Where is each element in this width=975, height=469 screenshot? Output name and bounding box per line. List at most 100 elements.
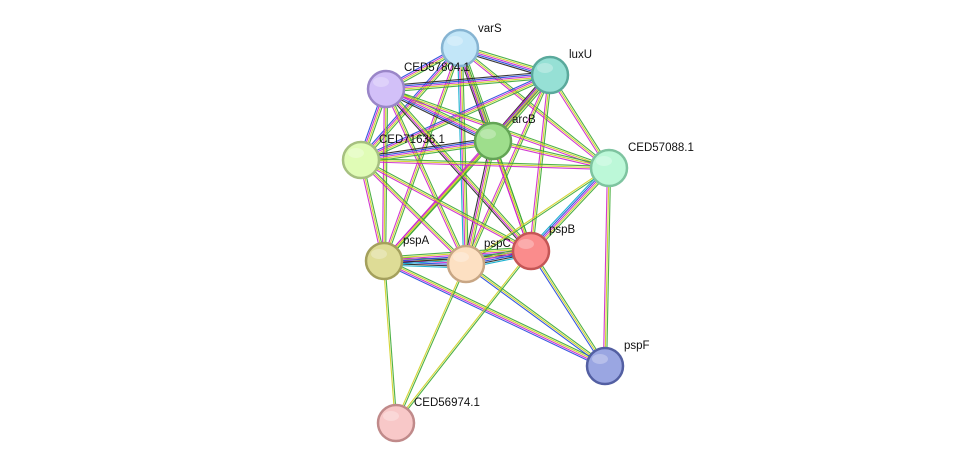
- edge-luxU-CED57804.1: [385, 71, 551, 93]
- node-highlight: [480, 129, 496, 139]
- edge-evidence-line: [492, 140, 610, 169]
- node-CED71636.1[interactable]: CED71636.1: [341, 134, 445, 180]
- edge-evidence-line: [602, 167, 608, 366]
- node-highlight: [371, 249, 387, 259]
- node-label: pspC: [484, 238, 511, 250]
- edge-pspB-CED56974.1: [394, 250, 533, 424]
- node-circle[interactable]: [511, 231, 551, 271]
- edge-luxU-pspC: [464, 74, 552, 265]
- edge-evidence-line: [386, 87, 494, 141]
- edge-evidence-line: [383, 90, 530, 253]
- edge-CED71636.1-CED57088.1: [360, 157, 610, 171]
- node-circle[interactable]: [530, 55, 570, 95]
- node-circle[interactable]: [364, 241, 404, 281]
- edge-evidence-line: [464, 140, 493, 264]
- node-label: CED57088.1: [628, 142, 694, 154]
- edge-evidence-line: [465, 263, 606, 367]
- edge-evidence-line: [385, 71, 550, 87]
- node-circle[interactable]: [440, 28, 480, 68]
- node-label: luxU: [569, 49, 592, 61]
- node-circle[interactable]: [366, 69, 406, 109]
- edge-evidence-line: [386, 77, 551, 93]
- node-luxU[interactable]: luxU: [530, 49, 592, 95]
- node-highlight: [383, 411, 399, 421]
- node-arcB[interactable]: arcB: [473, 114, 536, 161]
- node-highlight: [447, 36, 463, 46]
- edge-evidence-line: [490, 141, 531, 252]
- edge-evidence-line: [396, 251, 533, 424]
- edge-evidence-line: [530, 250, 606, 367]
- edge-evidence-line: [361, 158, 533, 251]
- edge-evidence-line: [528, 165, 608, 250]
- node-label: pspF: [624, 340, 650, 352]
- edge-CED57804.1-pspB: [383, 87, 534, 253]
- edge-arcB-pspB: [490, 140, 534, 252]
- node-highlight: [596, 156, 612, 166]
- node-varS[interactable]: varS: [440, 23, 502, 68]
- edge-evidence-line: [394, 263, 466, 423]
- edge-evidence-line: [385, 72, 550, 88]
- edge-evidence-line: [385, 89, 493, 143]
- node-circle[interactable]: [341, 140, 381, 180]
- edge-evidence-line: [387, 87, 534, 250]
- edge-evidence-line: [360, 140, 494, 161]
- node-pspA[interactable]: pspA: [364, 235, 430, 281]
- node-highlight: [537, 63, 553, 73]
- edge-evidence-line: [360, 159, 610, 169]
- edge-evidence-line: [360, 159, 467, 265]
- edge-evidence-line: [360, 138, 493, 159]
- edge-evidence-line: [384, 259, 606, 366]
- node-circle[interactable]: [585, 346, 625, 386]
- node-CED57088.1[interactable]: CED57088.1: [589, 142, 694, 188]
- node-pspF[interactable]: pspF: [585, 340, 650, 386]
- node-circle[interactable]: [446, 244, 486, 284]
- node-pspC[interactable]: pspC: [446, 238, 511, 284]
- edge-arcB-CED57088.1: [492, 138, 610, 171]
- edge-evidence-line: [361, 157, 610, 167]
- node-label: pspA: [403, 235, 430, 247]
- edge-evidence-line: [361, 142, 494, 163]
- edge-CED57088.1-pspC: [465, 166, 610, 266]
- edge-evidence-line: [492, 142, 609, 171]
- node-CED57804.1[interactable]: CED57804.1: [366, 62, 470, 109]
- edge-CED71636.1-pspC: [359, 158, 468, 266]
- edge-evidence-line: [606, 168, 612, 367]
- edge-evidence-line: [532, 75, 553, 252]
- edge-pspC-pspF: [464, 262, 607, 368]
- edge-evidence-line: [384, 260, 398, 423]
- edge-evidence-line: [360, 161, 609, 171]
- node-label: CED57804.1: [404, 62, 470, 74]
- edge-CED57804.1-arcB: [384, 85, 495, 145]
- edge-evidence-line: [359, 160, 466, 266]
- edge-CED57804.1-pspC: [384, 88, 468, 265]
- edge-evidence-line: [387, 85, 495, 139]
- edge-evidence-line: [386, 88, 468, 264]
- edge-arcB-CED71636.1: [360, 137, 494, 164]
- edge-evidence-line: [465, 74, 551, 265]
- edge-evidence-line: [384, 258, 607, 365]
- edge-CED71636.1-pspB: [359, 158, 533, 253]
- edge-evidence-line: [464, 74, 550, 264]
- edge-pspA-CED56974.1: [382, 260, 398, 424]
- edge-pspA-pspF: [382, 258, 607, 369]
- edge-evidence-line: [361, 143, 494, 164]
- edge-evidence-line: [466, 262, 607, 366]
- edge-arcB-pspC: [463, 140, 496, 265]
- edge-evidence-line: [359, 160, 531, 253]
- node-circle[interactable]: [473, 121, 513, 161]
- node-circle[interactable]: [589, 148, 629, 188]
- edge-evidence-line: [396, 264, 468, 424]
- node-circle[interactable]: [376, 403, 416, 443]
- edge-pspB-pspF: [529, 249, 607, 368]
- edge-evidence-line: [383, 261, 605, 368]
- node-highlight: [373, 77, 389, 87]
- edge-evidence-line: [360, 73, 550, 160]
- node-pspB[interactable]: pspB: [511, 224, 576, 271]
- node-label: arcB: [512, 114, 536, 126]
- node-highlight: [348, 148, 364, 158]
- edge-evidence-line: [386, 76, 551, 92]
- node-label: pspB: [549, 224, 576, 236]
- node-CED56974.1[interactable]: CED56974.1: [376, 397, 480, 443]
- edge-evidence-line: [381, 88, 385, 261]
